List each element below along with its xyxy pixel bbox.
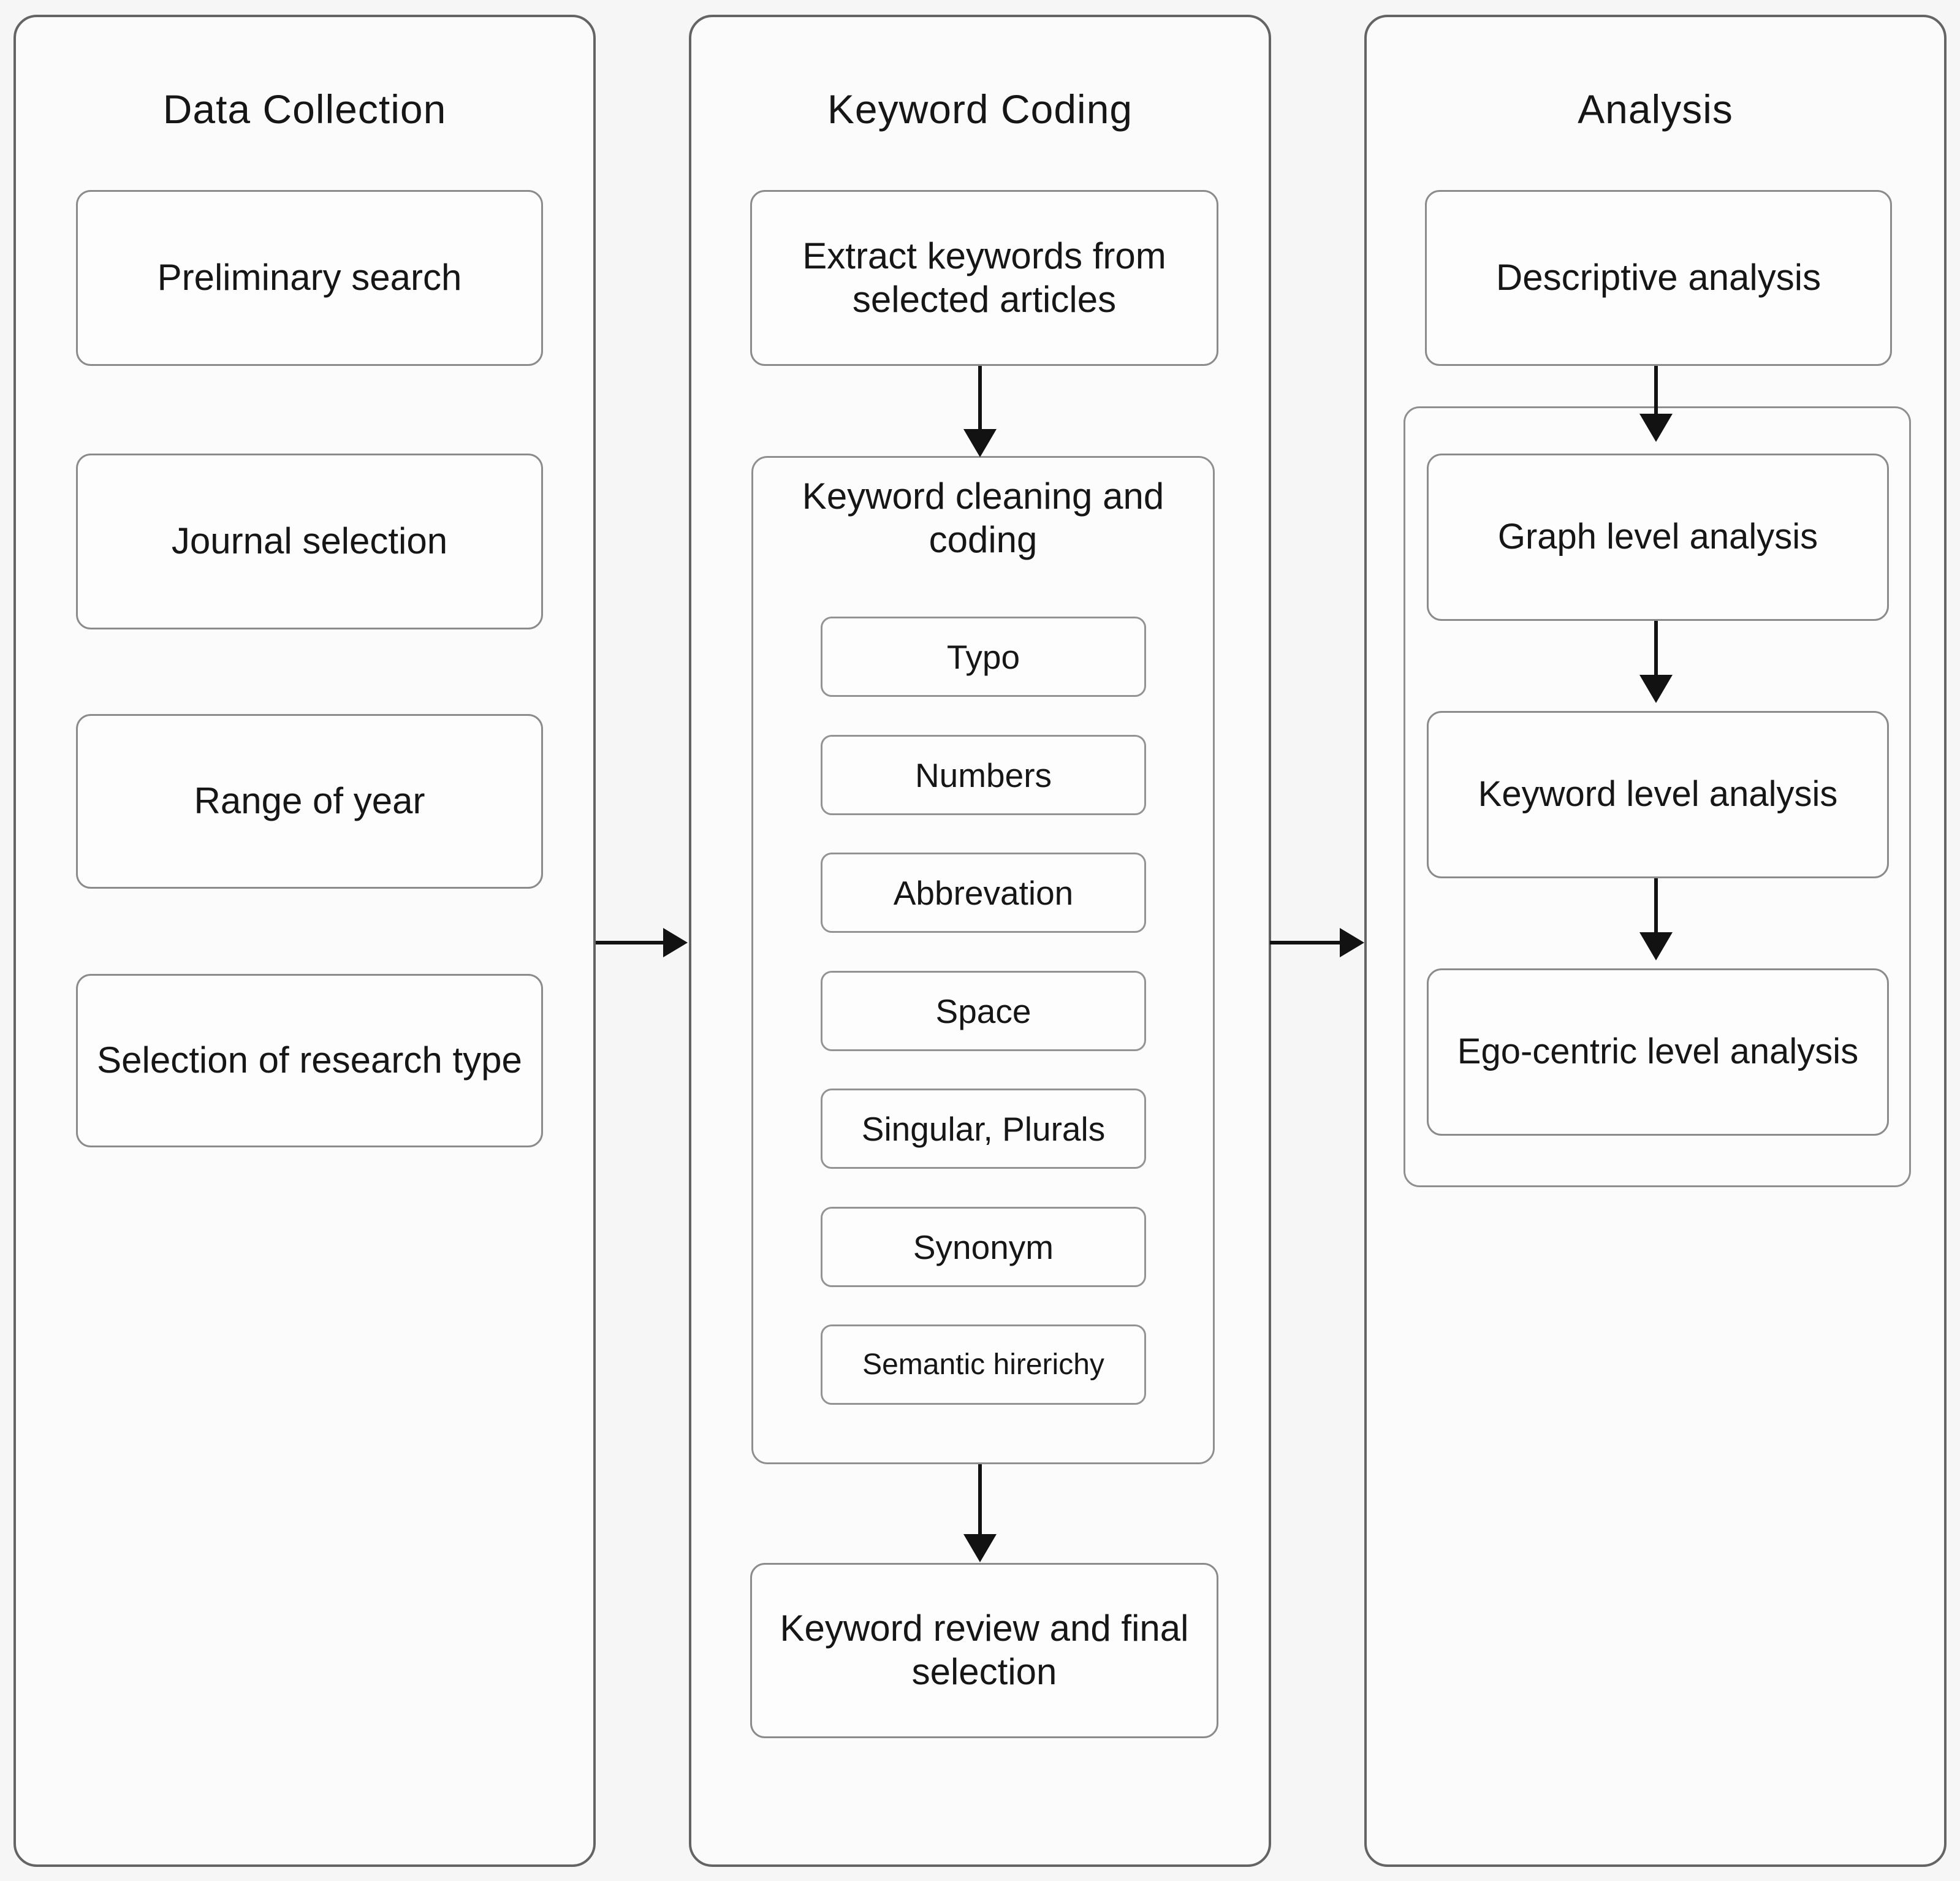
box-synonym: Synonym — [821, 1207, 1146, 1287]
box-keyword-level-analysis: Keyword level analysis — [1427, 711, 1889, 878]
arrow-cleaning-to-review-head — [963, 1534, 997, 1562]
arrow-keyword-to-ego-stem — [1654, 878, 1658, 935]
box-graph-level-analysis: Graph level analysis — [1427, 454, 1889, 621]
container-keyword-cleaning-and-coding: Keyword cleaning and coding — [751, 456, 1215, 1464]
arrow-cleaning-to-review-stem — [978, 1464, 982, 1537]
box-descriptive-analysis: Descriptive analysis — [1425, 190, 1892, 366]
box-extract-keywords: Extract keywords from selected articles — [750, 190, 1218, 366]
arrow-descriptive-to-graph-head — [1639, 414, 1673, 442]
arrow-extract-to-cleaning-stem — [978, 366, 982, 430]
arrow-datacollection-to-keywordcoding-head — [663, 928, 688, 957]
arrow-keyword-to-ego-head — [1639, 932, 1673, 960]
arrow-graph-to-keyword-stem — [1654, 621, 1658, 677]
arrow-keywordcoding-to-analysis-head — [1340, 928, 1364, 957]
box-semantic-hirerichy: Semantic hirerichy — [821, 1324, 1146, 1405]
box-typo: Typo — [821, 617, 1146, 697]
box-preliminary-search: Preliminary search — [76, 190, 543, 366]
box-journal-selection: Journal selection — [76, 454, 543, 629]
box-keyword-review: Keyword review and final selection — [750, 1563, 1218, 1738]
column-title-keyword-coding: Keyword Coding — [827, 86, 1133, 132]
arrow-datacollection-to-keywordcoding-stem — [596, 941, 664, 944]
box-singular-plurals: Singular, Plurals — [821, 1089, 1146, 1169]
arrow-keywordcoding-to-analysis-stem — [1270, 941, 1341, 944]
box-abbrevation: Abbrevation — [821, 853, 1146, 933]
box-ego-centric-level-analysis: Ego-centric level analysis — [1427, 968, 1889, 1136]
arrow-graph-to-keyword-head — [1639, 675, 1673, 703]
arrow-descriptive-to-graph-stem — [1654, 366, 1658, 416]
column-title-data-collection: Data Collection — [162, 86, 447, 132]
box-selection-of-research-type: Selection of research type — [76, 974, 543, 1147]
container-title-keyword-cleaning: Keyword cleaning and coding — [802, 476, 1164, 560]
arrow-extract-to-cleaning-head — [963, 429, 997, 457]
box-space: Space — [821, 971, 1146, 1051]
column-title-analysis: Analysis — [1578, 86, 1733, 132]
box-numbers: Numbers — [821, 735, 1146, 815]
box-range-of-year: Range of year — [76, 714, 543, 889]
